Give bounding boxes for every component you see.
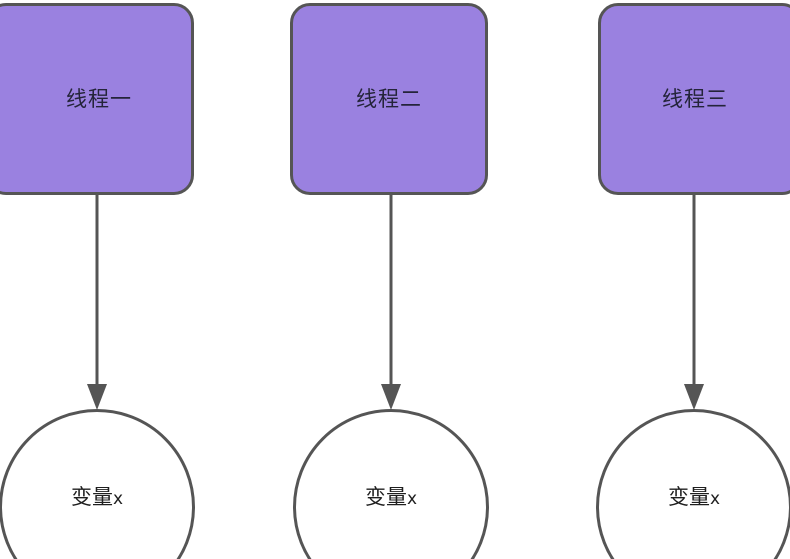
- arrow-thread-2-to-variable-2: [381, 194, 401, 410]
- variable-circle-3-subscript: x: [709, 488, 721, 509]
- thread-box-3-label: 线程三: [662, 86, 728, 111]
- variable-circle-1-subscript: x: [112, 488, 124, 509]
- variable-circle-2-text: 变量: [364, 484, 407, 509]
- thread-box-1[interactable]: 线程一: [0, 3, 194, 195]
- thread-box-3[interactable]: 线程三: [598, 3, 790, 195]
- variable-circle-3-text: 变量: [667, 484, 710, 509]
- variable-circle-2-label: 变量x: [364, 484, 418, 509]
- thread-box-2-label: 线程二: [356, 86, 422, 111]
- variable-circle-3-label: 变量x: [667, 484, 721, 509]
- variable-circle-2-subscript: x: [406, 488, 418, 509]
- variable-circle-1-label: 变量x: [70, 484, 124, 509]
- variable-circle-2[interactable]: 变量x: [293, 409, 489, 559]
- thread-box-2[interactable]: 线程二: [290, 3, 488, 195]
- arrow-thread-3-to-variable-3: [684, 194, 704, 410]
- variable-circle-1[interactable]: 变量x: [0, 409, 195, 559]
- thread-box-1-label: 线程一: [66, 86, 132, 111]
- variable-circle-3[interactable]: 变量x: [596, 409, 790, 559]
- arrow-thread-1-to-variable-1: [87, 194, 107, 410]
- variable-circle-1-text: 变量: [70, 484, 113, 509]
